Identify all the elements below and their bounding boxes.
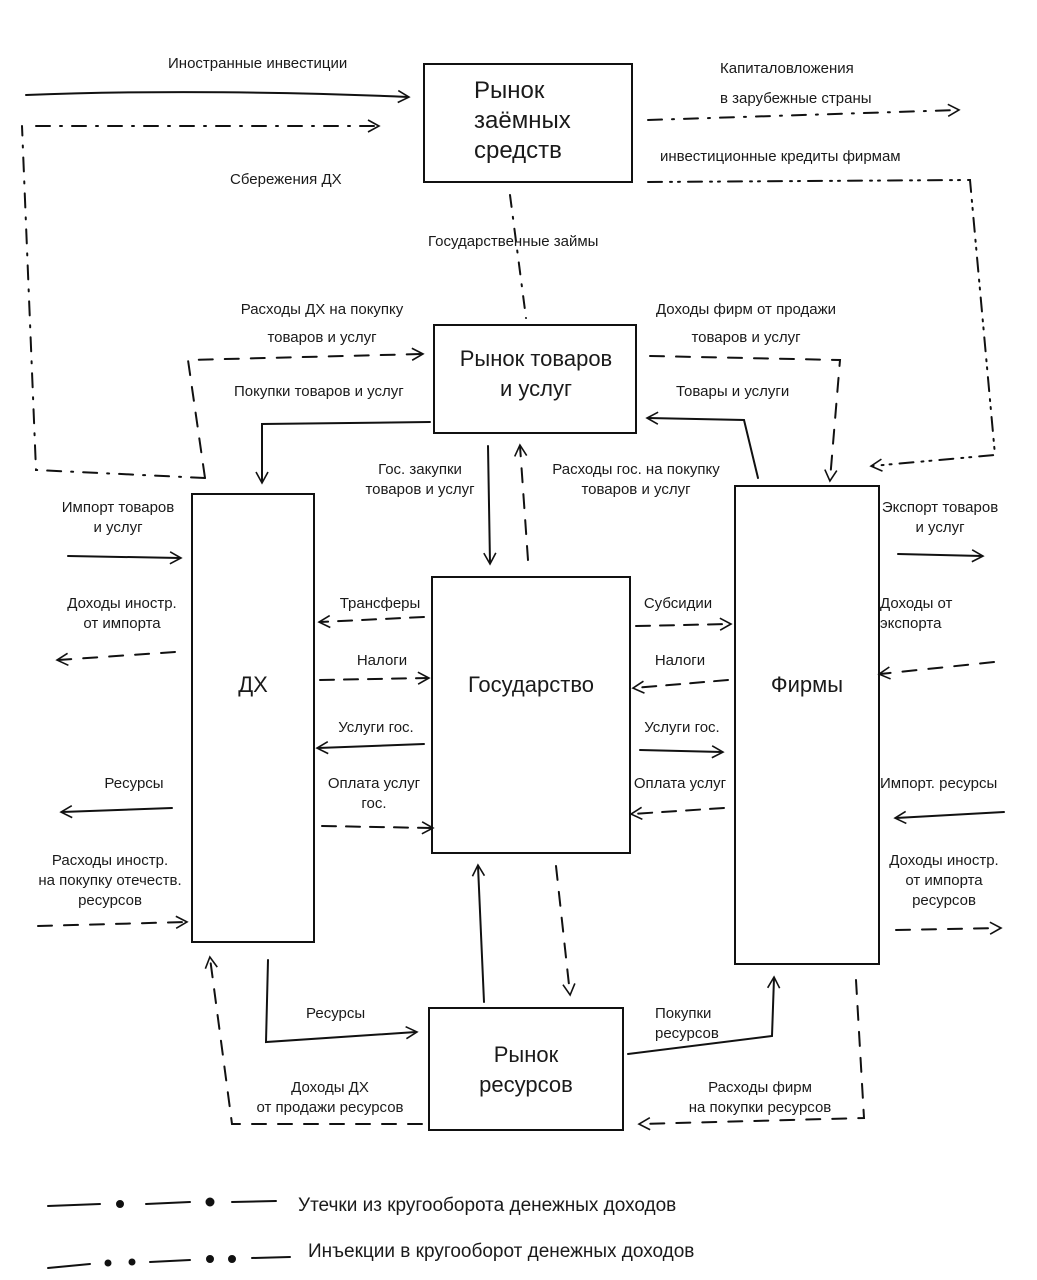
goods-market-label: Рынок товаров и услуг [459, 346, 613, 401]
resource-purchases-arrow [627, 975, 781, 1055]
export-income-arrow [877, 661, 995, 680]
taxes-hh-arrow [319, 671, 431, 685]
hh-resource-income-arrow [204, 955, 423, 1125]
resource-market-label: Рынок ресурсов [479, 1042, 573, 1097]
legend-leaks-dot2 [205, 1197, 215, 1207]
gov-spending-arrow [513, 443, 529, 561]
goods-services-arrow [645, 411, 759, 479]
foreign-resource-spending-arrow [37, 915, 189, 929]
firms-box [734, 485, 880, 965]
resources-to-market-arrow [264, 959, 419, 1044]
gov-services-firms-arrow [639, 745, 725, 759]
resources-to-market-label: Ресурсы [306, 1005, 366, 1022]
goods-services-label: Товары и услуги [676, 383, 790, 400]
resource-purchases-label: Покупки ресурсов [655, 1005, 719, 1042]
state-box [431, 576, 631, 854]
export-income-label: Доходы от экспорта [880, 595, 953, 632]
legend-inj-dot2 [128, 1258, 136, 1266]
legend-inj-dot4 [228, 1255, 236, 1263]
payment-services-hh-label: Оплата услуг гос. [327, 775, 421, 812]
resource-market-box [428, 1007, 624, 1131]
hh-purchases-label: Покупки товаров и услуг [234, 383, 404, 400]
import-goods-label: Импорт товаров и услуг [61, 499, 175, 536]
firm-revenue-label: Доходы фирм от продажи товаров и услуг [655, 301, 837, 346]
import-goods-arrow [67, 551, 183, 565]
capital-abroad-label: Капиталовложения в зарубежные страны [720, 60, 872, 107]
legend-injections-label: Инъекции в кругооборот денежных доходов [308, 1241, 695, 1262]
legend-leaks-line [47, 1203, 101, 1207]
households-box [191, 493, 315, 943]
households-label: ДХ [238, 672, 268, 697]
subsidies-arrow [635, 617, 733, 631]
investment-credits-arrow [647, 178, 997, 472]
hh-purchases-arrow [255, 421, 431, 485]
firm-resource-spending-arrow [637, 979, 866, 1131]
loan-market-label: Рынок заёмных средств [474, 77, 571, 164]
state-from-resources-arrow [471, 863, 486, 1003]
firm-revenue-arrow [649, 355, 842, 483]
transfers-arrow [317, 614, 425, 629]
foreign-investment-label: Иностранные инвестиции [168, 55, 348, 72]
firm-resource-spending-label: Расходы фирм на покупки ресурсов [688, 1079, 832, 1116]
foreign-import-income-label: Доходы иностр. от импорта [67, 595, 177, 632]
state-label: Государство [467, 672, 594, 697]
resources-out-arrow [59, 804, 173, 819]
legend-leaks-end [231, 1200, 277, 1203]
payment-services-firms-arrow [629, 806, 725, 821]
transfers-label: Трансферы [339, 595, 421, 612]
firms-label: Фирмы [770, 672, 844, 697]
gov-services-hh-arrow [315, 740, 425, 755]
hh-resource-income-label: Доходы ДХ от продажи ресурсов [256, 1079, 404, 1116]
resources-out-label: Ресурсы [104, 775, 164, 792]
foreign-import-resource-income-arrow [895, 921, 1003, 935]
hh-spending-arrow [186, 347, 425, 479]
payment-services-hh-arrow [321, 821, 435, 835]
foreign-import-income-arrow [55, 651, 176, 667]
foreign-import-resource-income-label: Доходы иностр. от импорта ресурсов [889, 852, 999, 909]
investment-credits-label: инвестиционные кредиты фирмам [660, 148, 901, 165]
legend-injections-end [251, 1256, 291, 1259]
legend-leaks-label: Утечки из кругооборота денежных доходов [298, 1195, 677, 1216]
gov-services-firms-label: Услуги гос. [644, 719, 720, 736]
savings-label: Сбережения ДХ [230, 171, 342, 188]
taxes-firms-arrow [631, 679, 729, 694]
capital-abroad-arrow [647, 103, 961, 121]
gov-spending-label: Расходы гос. на покупку товаров и услуг [552, 461, 720, 498]
import-resources-arrow [893, 810, 1005, 825]
subsidies-label: Субсидии [643, 595, 713, 612]
legend-leaks-dot1 [116, 1200, 124, 1208]
import-resources-label: Импорт. ресурсы [880, 775, 998, 792]
gov-loans-line [509, 194, 527, 319]
legend-inj-dot3 [206, 1255, 214, 1263]
legend-injections-line [47, 1263, 91, 1269]
gov-loans-label: Государственные займы [428, 233, 599, 250]
export-goods-label: Экспорт товаров и услуг [881, 499, 999, 536]
legend-inj-dot1 [104, 1259, 112, 1267]
goods-market-box [433, 324, 637, 434]
taxes-firms-label: Налоги [654, 652, 706, 669]
gov-services-hh-label: Услуги гос. [338, 719, 414, 736]
gov-purchases-label: Гос. закупки товаров и услуг [365, 461, 475, 498]
legend-leaks-mid [145, 1201, 191, 1205]
loan-market-box [423, 63, 633, 183]
savings-loop [21, 125, 206, 479]
payment-services-firms-label: Оплата услуг [633, 775, 727, 792]
state-to-resources-arrow [555, 865, 576, 997]
taxes-hh-label: Налоги [356, 652, 408, 669]
foreign-resource-spending-label: Расходы иностр. на покупку отечеств. рес… [38, 852, 182, 909]
legend-injections-mid [149, 1259, 191, 1263]
gov-purchases-arrow [483, 445, 497, 566]
hh-spending-label: Расходы ДХ на покупку товаров и услуг [240, 301, 404, 346]
foreign-investment-arrow [25, 89, 411, 104]
export-goods-arrow [897, 549, 985, 563]
